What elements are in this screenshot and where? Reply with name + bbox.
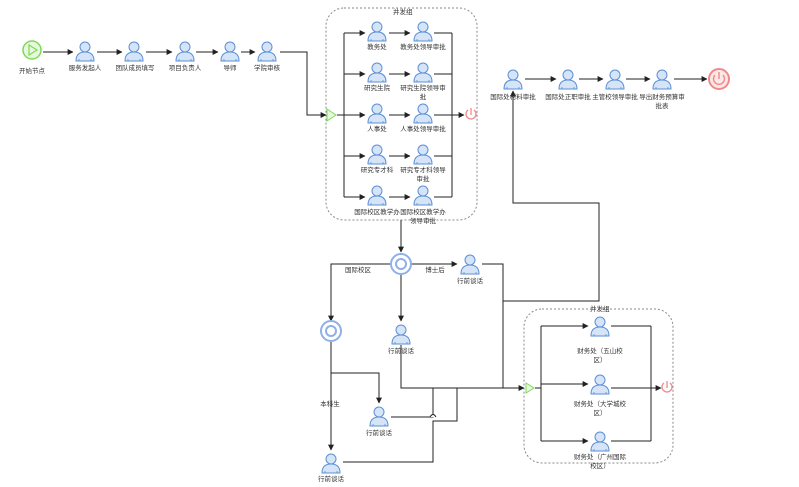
task-label: 国际处材料审批 <box>490 93 536 101</box>
task-label: 财务处（大学城校区） <box>574 400 626 417</box>
user-icon[interactable] <box>175 41 195 62</box>
user-icon[interactable] <box>367 103 387 124</box>
user-icon[interactable] <box>124 41 144 62</box>
user-icon[interactable] <box>460 254 480 275</box>
user-icon[interactable] <box>413 144 433 165</box>
task-label: 团队成员填写 <box>115 64 155 72</box>
user-icon[interactable] <box>590 431 610 452</box>
user-icon[interactable] <box>413 21 433 42</box>
user-icon[interactable] <box>367 185 387 206</box>
user-icon[interactable] <box>652 69 672 90</box>
task-label: 人事处领导审批 <box>400 125 446 133</box>
task-label: 行前谈话 <box>388 347 414 355</box>
user-icon[interactable] <box>321 453 341 474</box>
user-icon[interactable] <box>605 69 625 90</box>
parallel-group-2-box[interactable] <box>523 308 674 464</box>
task-label: 行前谈话 <box>366 429 392 437</box>
edge[interactable] <box>280 51 327 118</box>
task-label: 国际处正职审批 <box>545 93 591 101</box>
user-icon[interactable] <box>590 374 610 395</box>
user-icon[interactable] <box>391 324 411 345</box>
ring-icon[interactable] <box>320 320 342 342</box>
edge <box>391 388 434 418</box>
task-label: 财务处（广州国际校区） <box>574 453 626 470</box>
task-label: 导师 <box>223 64 237 72</box>
task-label: 研究生院 <box>364 84 390 92</box>
task-label: 国际校区教学办领导审批 <box>400 208 446 225</box>
edge[interactable] <box>502 90 600 388</box>
task-label: 研究专才科 <box>360 166 394 174</box>
user-icon[interactable] <box>413 185 433 206</box>
edge[interactable] <box>331 372 382 404</box>
edge <box>343 388 458 463</box>
parallel-group-1-box[interactable] <box>325 7 478 221</box>
task-label: 研究专才科领导审批 <box>400 166 446 183</box>
user-icon[interactable] <box>369 406 389 427</box>
ring-icon[interactable] <box>390 253 412 275</box>
user-icon[interactable] <box>413 62 433 83</box>
task-label: 行前谈话 <box>318 475 344 483</box>
task-label: 国际校区教学办 <box>354 208 400 216</box>
end-event[interactable] <box>708 68 730 90</box>
user-icon[interactable] <box>75 41 95 62</box>
task-label: 服务发起人 <box>68 64 102 72</box>
edge[interactable] <box>328 263 391 322</box>
task-label: 行前谈话 <box>457 277 483 285</box>
group-title: 并发组 <box>393 8 413 16</box>
split-arrow-icon[interactable] <box>326 108 337 122</box>
task-label: 学院审核 <box>254 64 280 72</box>
task-label: 财务处（五山校区） <box>577 347 623 364</box>
user-icon[interactable] <box>367 144 387 165</box>
edge-crossing <box>429 414 437 418</box>
task-label: 项目负责人 <box>168 64 202 72</box>
group-title: 并发组 <box>590 305 610 313</box>
power-icon <box>712 74 726 85</box>
user-icon[interactable] <box>257 41 277 62</box>
user-icon[interactable] <box>413 103 433 124</box>
edge[interactable] <box>400 345 525 391</box>
task-label: 研究生院领导审批 <box>400 84 446 101</box>
split-arrow-icon[interactable] <box>525 382 535 394</box>
user-icon[interactable] <box>558 69 578 90</box>
task-label: 教务处领导审批 <box>400 43 446 51</box>
branch-label: 本科生 <box>320 400 340 408</box>
start-event-label: 开始节点 <box>19 67 45 75</box>
task-label: 人事处 <box>367 125 387 133</box>
user-icon[interactable] <box>590 316 610 337</box>
user-icon[interactable] <box>367 62 387 83</box>
user-icon[interactable] <box>503 69 523 90</box>
user-icon[interactable] <box>220 41 240 62</box>
task-label: 导出财务预算审批表 <box>639 93 685 110</box>
merge-power-icon[interactable] <box>465 108 477 120</box>
task-label: 教务处 <box>367 43 387 51</box>
task-label: 主管校领导审批 <box>592 93 638 101</box>
merge-power-icon[interactable] <box>661 381 673 393</box>
branch-label: 国际校区 <box>345 266 371 274</box>
play-icon <box>28 43 39 57</box>
branch-label: 博士后 <box>425 266 445 274</box>
start-event[interactable] <box>22 40 42 60</box>
user-icon[interactable] <box>367 21 387 42</box>
